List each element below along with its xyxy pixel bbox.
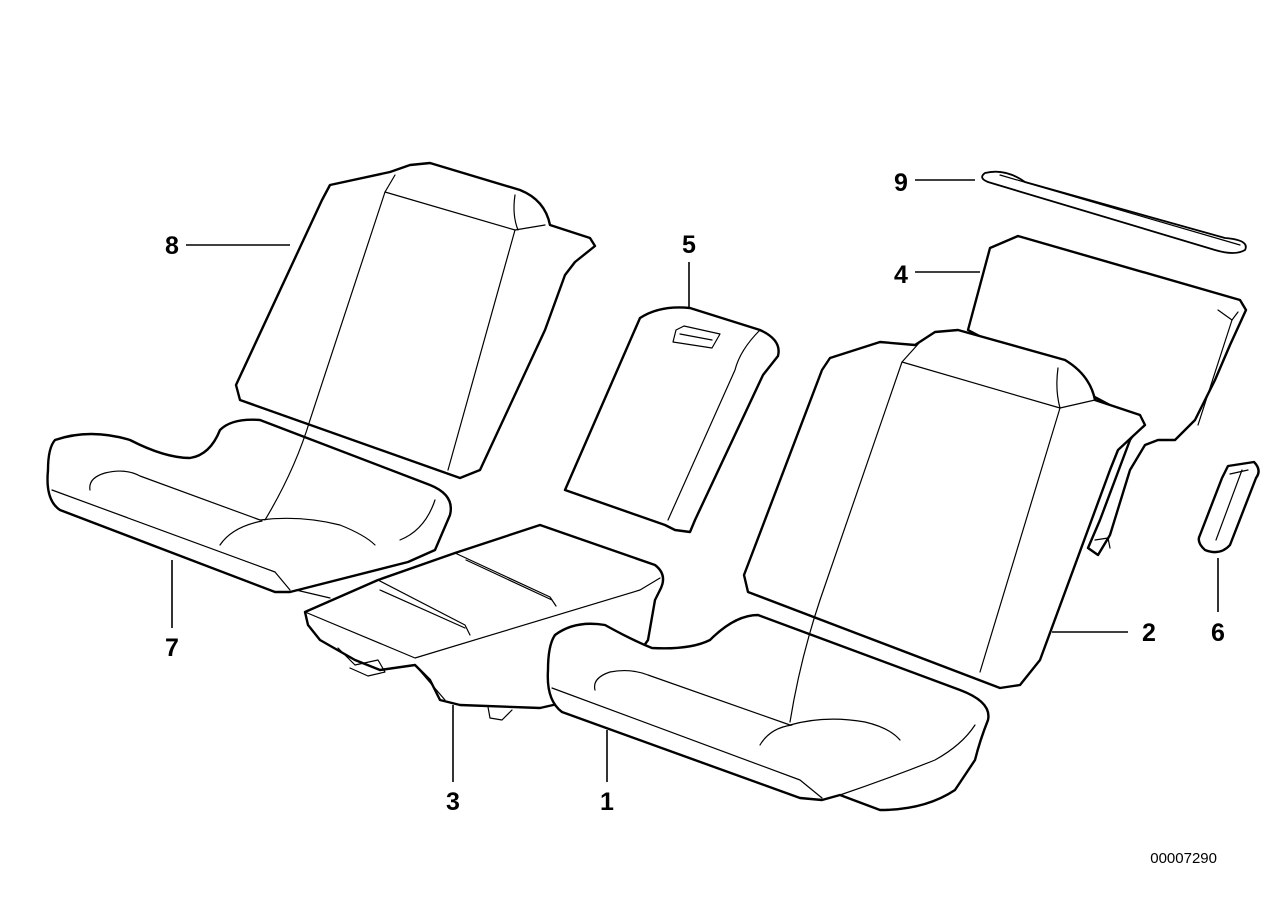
callout-6: 6	[1211, 619, 1225, 647]
right-seat-cushion-part[interactable]	[546, 599, 990, 812]
callout-labels: 1 2 3 4 5 6 7 8 9	[165, 169, 1225, 816]
catalog-number: 00007290	[1150, 850, 1217, 867]
left-seat-cushion-part[interactable]	[46, 418, 452, 594]
clip-part[interactable]	[1197, 460, 1260, 554]
callout-8: 8	[165, 232, 179, 260]
callout-3: 3	[446, 788, 460, 816]
armrest-cover-part[interactable]	[563, 306, 780, 534]
strap-cord-part[interactable]	[981, 170, 1247, 254]
right-backrest-part[interactable]	[742, 328, 1147, 690]
callout-1: 1	[600, 788, 614, 816]
leader-lines	[171, 179, 1219, 782]
callout-5: 5	[682, 231, 696, 259]
callout-9: 9	[894, 169, 908, 197]
callout-2: 2	[1142, 619, 1156, 647]
callout-7: 7	[165, 634, 179, 662]
callout-4: 4	[894, 261, 908, 289]
left-backrest-part[interactable]	[234, 161, 597, 480]
